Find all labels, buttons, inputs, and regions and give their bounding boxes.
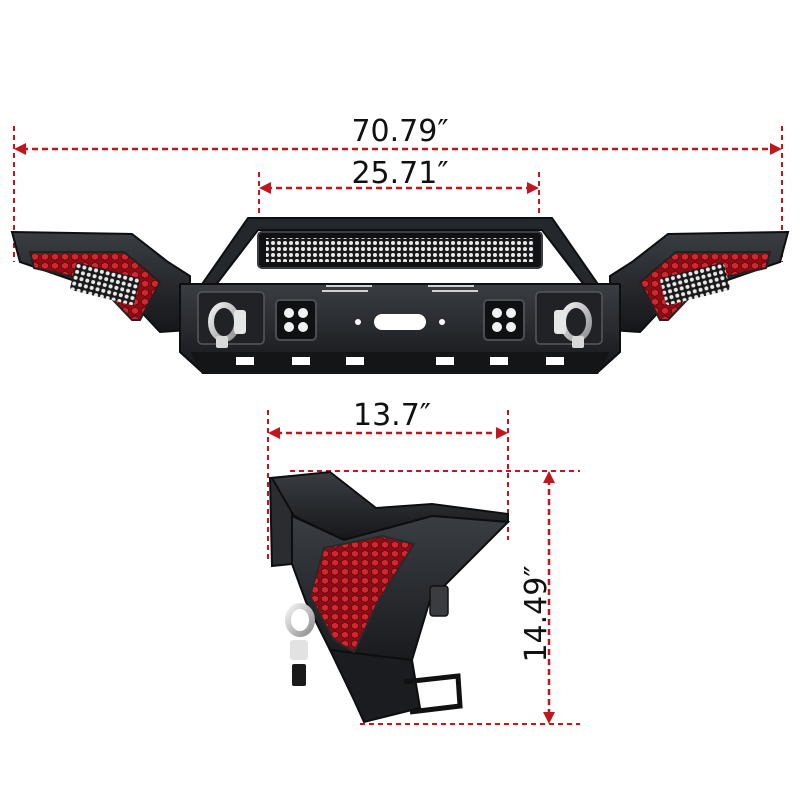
side-mesh-panel	[308, 534, 416, 654]
winch-slot-icon	[355, 314, 445, 330]
side-depth-dimension: 13.7″	[267, 398, 509, 560]
right-fog-light-icon	[660, 263, 730, 305]
led-light-bar-icon	[257, 231, 543, 269]
side-height-label: 14.49″	[519, 565, 554, 662]
left-fog-light-icon	[70, 263, 140, 305]
light-bar-width-label: 25.71″	[351, 156, 448, 191]
side-depth-label: 13.7″	[353, 398, 431, 433]
overall-width-dimension: 70.79″	[13, 114, 783, 262]
side-d-ring-shackle-icon	[285, 603, 315, 686]
front-view: 70.79″ 25.71″	[10, 114, 790, 374]
left-led-pod-icon	[275, 299, 317, 341]
right-led-pod-icon	[483, 299, 525, 341]
side-height-dimension: 14.49″	[290, 470, 580, 725]
right-d-ring-shackle-icon	[535, 291, 603, 348]
side-view: 13.7″ 14.49″	[267, 398, 580, 725]
left-d-ring-shackle-icon	[197, 291, 265, 348]
light-bar-width-dimension: 25.71″	[258, 156, 540, 236]
overall-width-label: 70.79″	[351, 114, 448, 149]
